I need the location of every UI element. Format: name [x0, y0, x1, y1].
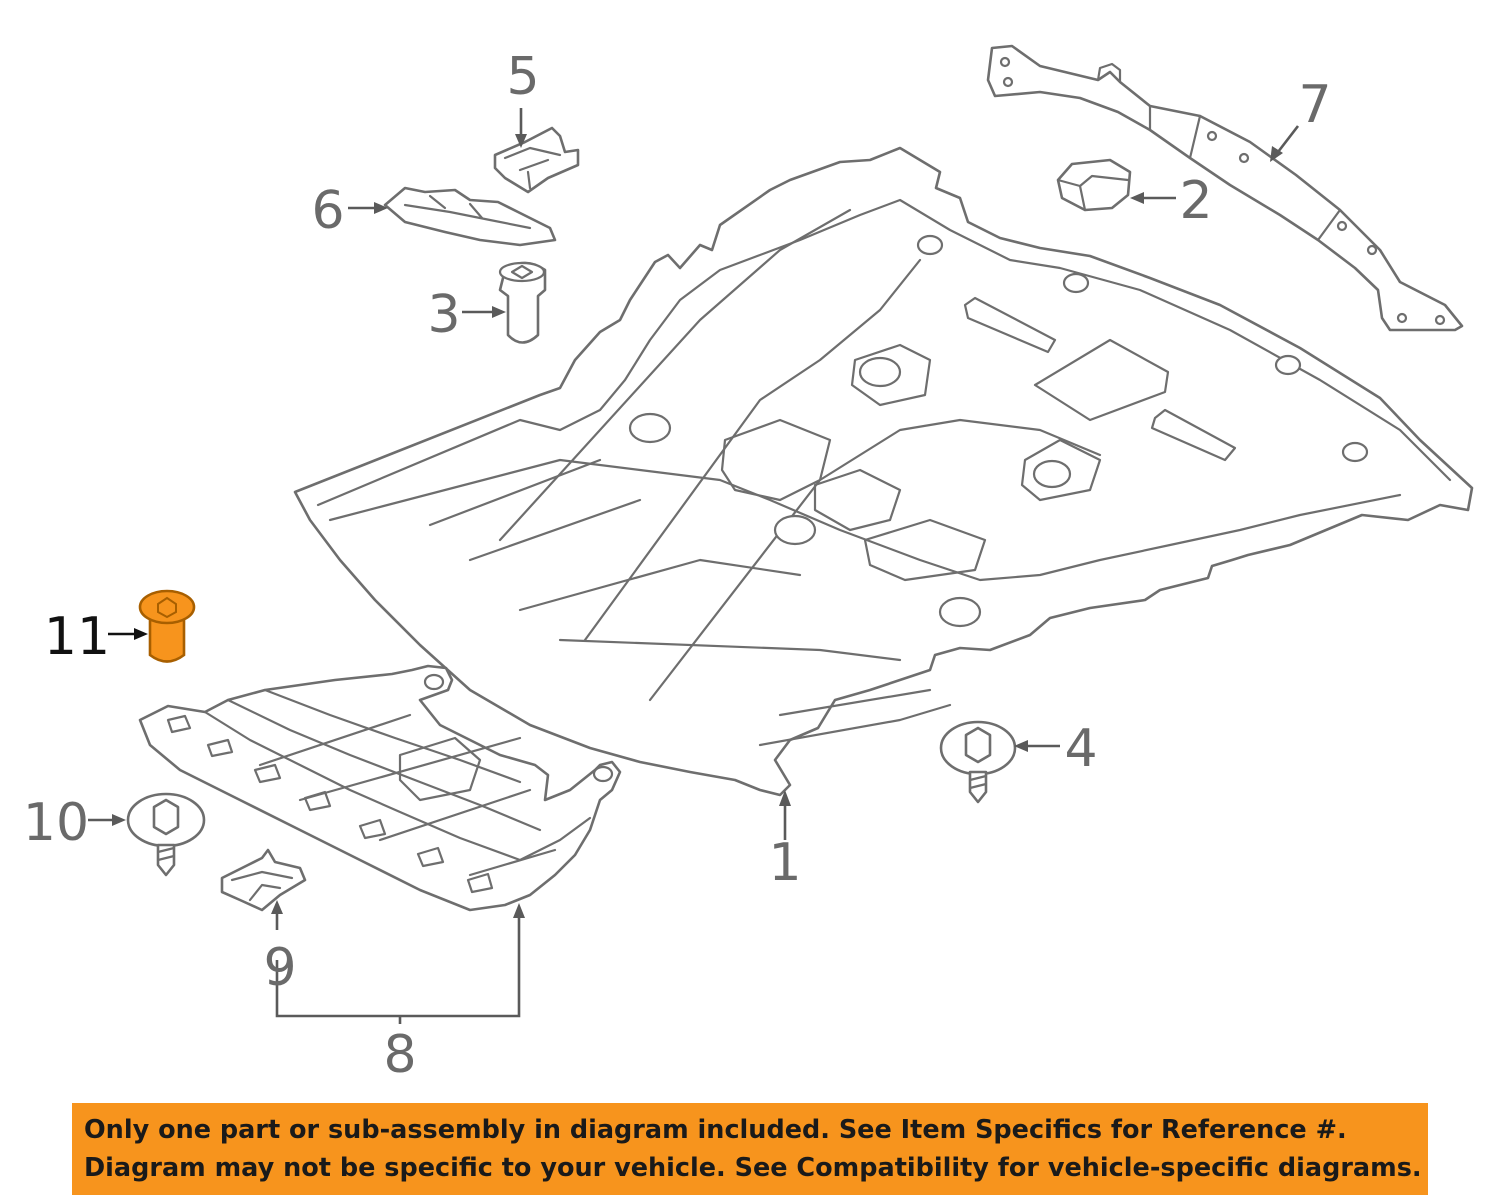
callout-2[interactable]: 2 — [1179, 171, 1212, 231]
part-10-bolt — [126, 792, 206, 877]
leader-10 — [88, 814, 126, 826]
callout-7[interactable]: 7 — [1298, 75, 1331, 135]
callout-9[interactable]: 9 — [263, 938, 296, 998]
notice-line-1: Only one part or sub-assembly in diagram… — [84, 1115, 1347, 1145]
part-8-lower-shield — [138, 664, 622, 912]
part-3-nut — [498, 261, 547, 344]
part-6-bracket — [383, 186, 557, 247]
callout-4[interactable]: 4 — [1064, 719, 1097, 779]
parts-diagram: 1 2 3 4 5 6 7 8 9 10 11 — [23, 44, 1474, 1085]
leader-3 — [462, 306, 506, 318]
leader-5 — [515, 108, 527, 148]
part-7-brace — [986, 44, 1464, 332]
part-4-bolt — [939, 720, 1017, 804]
notice-line-2: Diagram may not be specific to your vehi… — [84, 1153, 1422, 1183]
callout-1[interactable]: 1 — [768, 833, 801, 893]
leader-7 — [1270, 125, 1300, 162]
callout-5[interactable]: 5 — [506, 47, 539, 107]
callout-11[interactable]: 11 — [44, 607, 110, 667]
callout-8[interactable]: 8 — [383, 1025, 416, 1085]
leader-8-bracket — [275, 903, 525, 1024]
notice-banner: Only one part or sub-assembly in diagram… — [72, 1103, 1428, 1195]
part-1-underbody-shield — [293, 146, 1474, 797]
callout-6[interactable]: 6 — [311, 181, 344, 241]
part-11-bolt-highlighted — [138, 589, 196, 663]
callout-10[interactable]: 10 — [23, 793, 89, 853]
leader-6 — [348, 202, 388, 214]
part-9-clip — [220, 848, 307, 912]
leader-9 — [271, 900, 283, 930]
leader-1 — [779, 790, 791, 840]
part-2-cap — [1056, 158, 1132, 212]
leader-11 — [108, 628, 148, 640]
part-5-clip — [493, 126, 580, 194]
callout-3[interactable]: 3 — [427, 285, 460, 345]
leader-2 — [1130, 192, 1176, 204]
leader-4 — [1014, 740, 1060, 752]
